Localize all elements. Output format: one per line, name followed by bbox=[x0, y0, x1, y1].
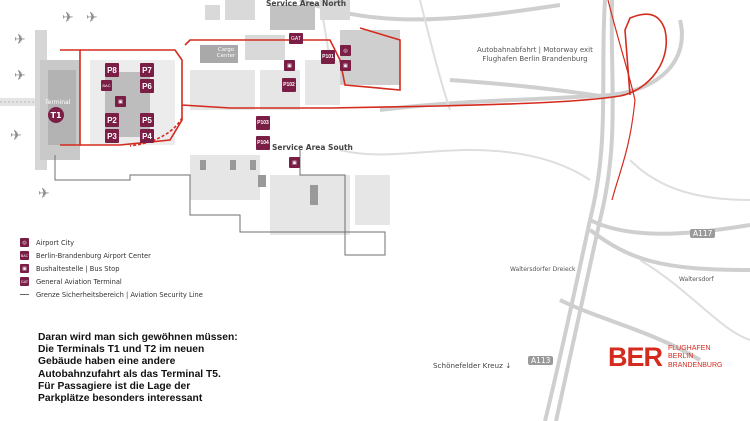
terminal-t2-label: Terminal T2 bbox=[88, 41, 124, 48]
svg-text:✈: ✈ bbox=[86, 10, 98, 26]
waltersdorf-label: Waltersdorf bbox=[679, 276, 714, 283]
service-area-south-label: Service Area South bbox=[272, 143, 353, 152]
schoenefelder-kreuz-label: Schönefelder Kreuz ↓ bbox=[433, 361, 512, 370]
ber-logo-word: BER bbox=[608, 342, 663, 372]
parking-p104[interactable]: P104 bbox=[256, 136, 270, 150]
access-route bbox=[60, 0, 668, 201]
parking-p103[interactable]: P103 bbox=[256, 116, 270, 130]
service-area-north-label: Service Area North bbox=[266, 0, 347, 8]
svg-text:✈: ✈ bbox=[14, 68, 26, 84]
legend-item: Grenze Sicherheitsbereich | Aviation Sec… bbox=[20, 288, 203, 301]
airport-city-icon: ◎ bbox=[340, 45, 351, 56]
plane-icons: ✈ ✈ ✈ ✈ ✈ ✈ bbox=[10, 10, 98, 202]
parking-p4[interactable]: P4 bbox=[140, 129, 154, 143]
parking-p102[interactable]: P102 bbox=[282, 78, 296, 92]
security-line-icon bbox=[20, 294, 29, 295]
security-line bbox=[54, 150, 386, 256]
parking-p3[interactable]: P3 bbox=[105, 129, 119, 143]
a117-label: A117 bbox=[690, 229, 716, 238]
parking-p8[interactable]: P8 bbox=[105, 63, 119, 77]
buildings bbox=[90, 0, 400, 235]
airport-city-icon: ◎ bbox=[20, 238, 29, 247]
bus-stop-icon: ▣ bbox=[284, 60, 295, 71]
svg-text:✈: ✈ bbox=[10, 128, 22, 144]
svg-text:✈: ✈ bbox=[14, 32, 26, 48]
a113-label: A113 bbox=[528, 356, 554, 365]
gat-icon: GAT bbox=[289, 33, 303, 44]
parking-p2[interactable]: P2 bbox=[105, 113, 119, 127]
caption-text: Daran wird man sich gewöhnen müssen: Die… bbox=[38, 332, 238, 405]
parking-p5[interactable]: P5 bbox=[140, 113, 154, 127]
legend-item: GAT General Aviation Terminal bbox=[20, 277, 122, 286]
parking-p7[interactable]: P7 bbox=[140, 63, 154, 77]
bus-stop-icon: ▣ bbox=[340, 60, 351, 71]
parking-p6[interactable]: P6 bbox=[140, 79, 154, 93]
bus-stop-icon: ▣ bbox=[289, 157, 300, 168]
terminal-t1-label: Terminal bbox=[45, 99, 71, 106]
ber-logo-subtitle: FLUGHAFEN BERLIN BRANDENBURG bbox=[668, 344, 723, 369]
legend-item: BAC Berlin-Brandenburg Airport Center bbox=[20, 251, 151, 260]
legend-item: ◎ Airport City bbox=[20, 236, 203, 249]
map-legend: ◎ Airport City BAC Berlin-Brandenburg Ai… bbox=[20, 236, 203, 301]
legend-item: ▣ Bushaltestelle | Bus Stop bbox=[20, 262, 203, 275]
terminal-t1-badge: T1 bbox=[48, 107, 64, 123]
bac-icon: BAC bbox=[20, 251, 29, 260]
motorway-exit-label: Autobahnabfahrt | Motorway exit Flughafe… bbox=[477, 46, 593, 63]
svg-text:✈: ✈ bbox=[38, 186, 50, 202]
ber-logo: BER FLUGHAFEN BERLIN BRANDENBURG bbox=[608, 342, 722, 373]
waltersdorfer-dreieck-label: Waltersdorfer Dreieck bbox=[510, 266, 576, 273]
bac-icon: BAC bbox=[101, 80, 112, 91]
bus-stop-icon: ▣ bbox=[115, 96, 126, 107]
parking-p101[interactable]: P101 bbox=[321, 50, 335, 64]
svg-text:✈: ✈ bbox=[62, 10, 74, 26]
gat-icon: GAT bbox=[20, 277, 29, 286]
bus-stop-icon: ▣ bbox=[20, 264, 29, 273]
cargo-center-label: Cargo Center bbox=[216, 47, 236, 59]
